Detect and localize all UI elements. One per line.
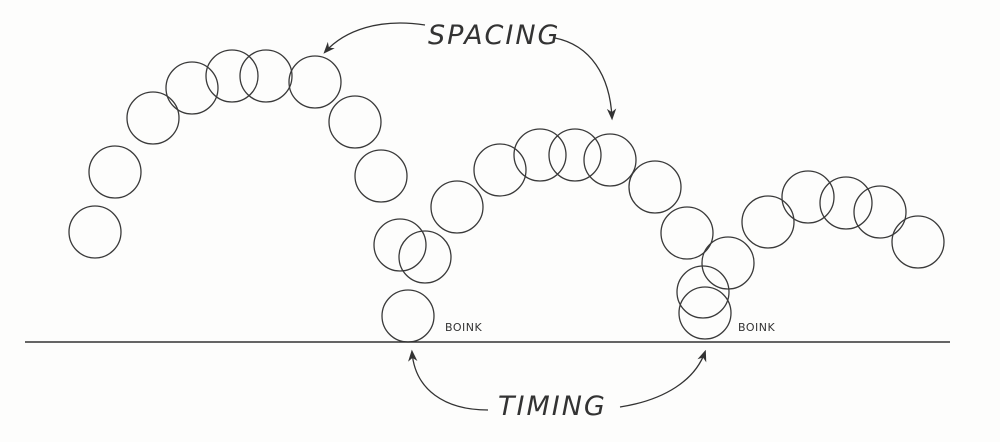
ball-4 <box>165 61 219 115</box>
ball-2 <box>88 145 142 199</box>
ball-3 <box>126 91 180 145</box>
spacing-arrow-left <box>323 22 426 54</box>
ball-24 <box>781 170 835 224</box>
ball-20 <box>701 236 755 290</box>
ball-21 <box>676 265 730 319</box>
ball-19 <box>660 206 714 260</box>
ball-7 <box>288 55 342 109</box>
ball-22 <box>678 286 732 340</box>
spacing-arrow-right <box>554 37 617 121</box>
timing-arrow-left <box>408 349 489 411</box>
ball-27 <box>891 215 945 269</box>
ball-16 <box>548 128 602 182</box>
ball-26 <box>853 185 907 239</box>
ball-14 <box>473 143 527 197</box>
boink-label-2: BOINK <box>738 321 775 334</box>
ball-15 <box>513 128 567 182</box>
ball-1 <box>68 205 122 259</box>
ball-positions <box>68 49 945 343</box>
ball-18 <box>628 160 682 214</box>
ball-8 <box>328 95 382 149</box>
boink-label-1: BOINK <box>445 321 482 334</box>
ball-6 <box>239 49 293 103</box>
ball-5 <box>205 49 259 103</box>
ball-13 <box>430 180 484 234</box>
ball-10 <box>373 218 427 272</box>
ball-9 <box>354 149 408 203</box>
timing-arrow-right <box>619 349 707 408</box>
spacing-label: SPACING <box>428 20 560 51</box>
ball-17 <box>583 133 637 187</box>
timing-label: TIMING <box>498 391 607 422</box>
ball-23 <box>741 195 795 249</box>
ball-11 <box>398 230 452 284</box>
ball-12 <box>381 289 435 343</box>
ball-25 <box>819 176 873 230</box>
